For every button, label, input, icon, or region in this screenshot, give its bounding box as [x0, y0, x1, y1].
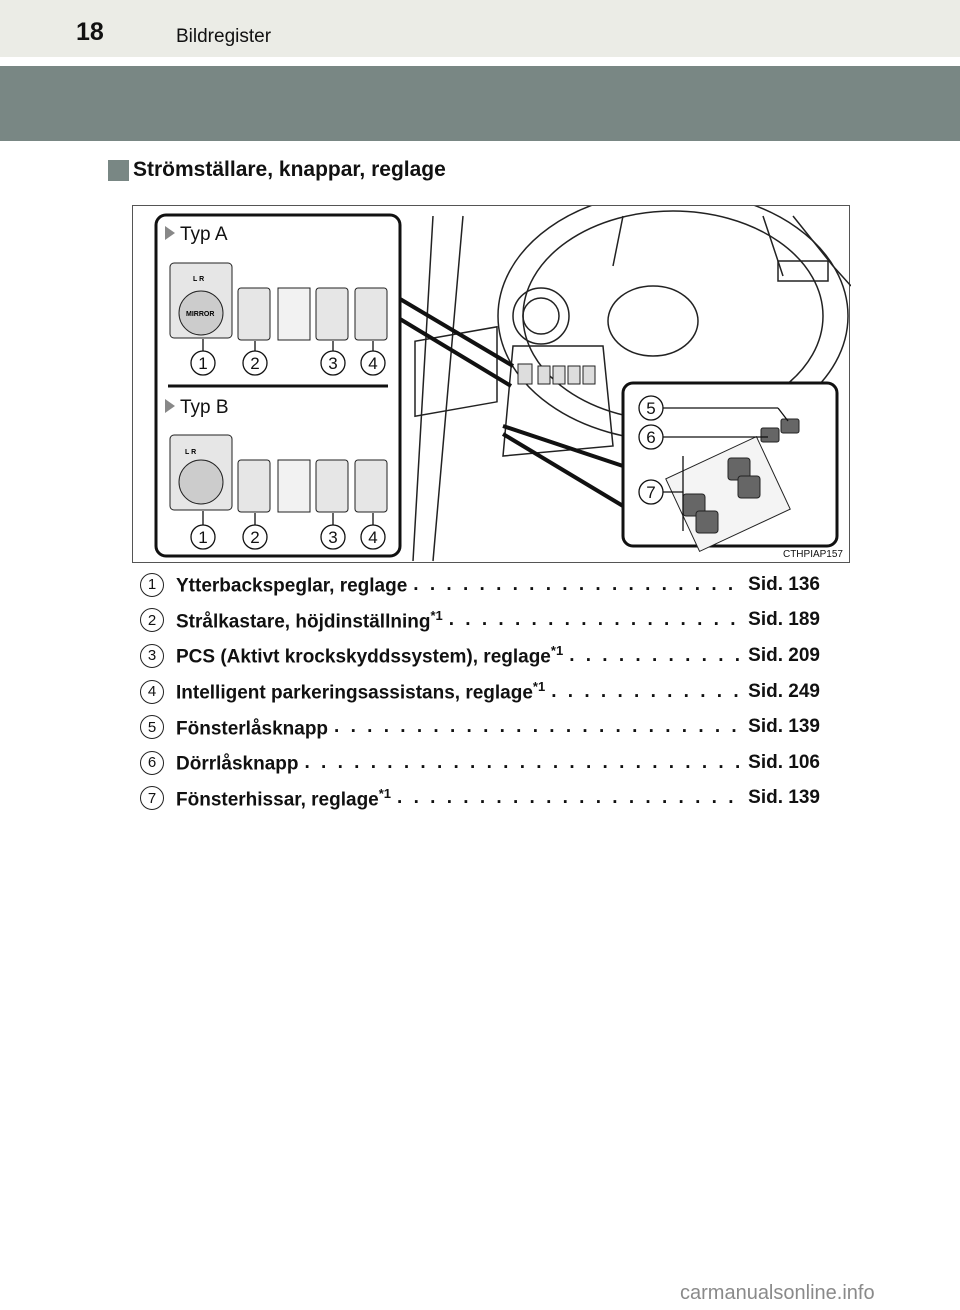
page-reference: Sid. 189 — [748, 609, 820, 631]
legend-list: 1 Ytterbackspeglar, reglage Sid. 136 2 Strå… — [140, 567, 820, 816]
type-a-label: Typ A — [180, 224, 228, 245]
item-number: 6 — [140, 750, 164, 775]
type-b-label: Typ B — [180, 397, 229, 418]
item-label: Fönsterlåsknapp — [176, 717, 329, 739]
item-number: 4 — [140, 679, 164, 704]
list-item: 2 Strålkastare, höjdinställning*1 Sid. 189 — [140, 603, 820, 639]
page-title: Bildregister — [176, 26, 272, 47]
dashboard-drawing: Typ A Typ B MIRROR L R L — [154, 206, 851, 562]
page-reference: Sid. 249 — [748, 680, 820, 702]
section-marker-icon — [108, 159, 129, 181]
section-heading: Strömställare, knappar, reglage — [108, 158, 446, 182]
list-item: 4 Intelligent parkeringsassistans, reglag… — [140, 674, 820, 710]
item-label: Dörrlåsknapp — [176, 753, 299, 775]
callout-a-3: 3 — [328, 354, 337, 373]
chapter-band — [0, 66, 960, 141]
callout-b-3: 3 — [328, 528, 337, 547]
lr-label: L R — [193, 276, 204, 283]
list-item: 7 Fönsterhissar, reglage*1 Sid. 139 — [140, 781, 820, 817]
leader-dots — [304, 752, 742, 774]
dashboard-illustration: Typ A Typ B MIRROR L R L — [132, 205, 851, 563]
callout-7: 7 — [646, 483, 655, 502]
leader-dots — [551, 681, 742, 703]
item-label: Strålkastare, höjdinställning*1 — [176, 607, 443, 633]
page-reference: Sid. 106 — [748, 751, 820, 773]
leader-dots — [397, 787, 742, 809]
list-item: 3 PCS (Aktivt krockskyddssystem), reglage… — [140, 638, 820, 674]
callout-b-1: 1 — [198, 528, 207, 547]
callout-6: 6 — [646, 428, 655, 447]
callout-b-4: 4 — [368, 528, 377, 547]
mirror-label: MIRROR — [186, 311, 214, 318]
item-number: 1 — [140, 572, 164, 597]
callout-a-4: 4 — [368, 354, 377, 373]
page-reference: Sid. 139 — [748, 787, 820, 809]
page-reference: Sid. 139 — [748, 716, 820, 738]
callout-b-2: 2 — [250, 528, 259, 547]
list-item: 6 Dörrlåsknapp Sid. 106 — [140, 745, 820, 781]
item-label: Fönsterhissar, reglage*1 — [176, 785, 392, 811]
leader-dots — [334, 716, 742, 738]
item-label: Intelligent parkeringsassistans, reglage… — [176, 678, 546, 704]
item-number: 2 — [140, 608, 164, 633]
page-reference: Sid. 209 — [748, 644, 820, 666]
leader-dots — [413, 574, 742, 596]
page-reference: Sid. 136 — [748, 573, 820, 595]
item-label: Ytterbackspeglar, reglage — [176, 575, 408, 597]
item-number: 3 — [140, 643, 164, 668]
item-number: 5 — [140, 715, 164, 740]
header-band — [0, 0, 960, 57]
item-label: PCS (Aktivt krockskyddssystem), reglage*… — [176, 643, 564, 668]
lr-label-b: L R — [185, 449, 196, 456]
list-item: 1 Ytterbackspeglar, reglage Sid. 136 — [140, 567, 820, 603]
leader-dots — [449, 609, 742, 631]
watermark: carmanualsonline.info — [680, 1282, 875, 1304]
figure-code: CTHPIAP157 — [782, 549, 843, 560]
callout-5: 5 — [646, 399, 655, 418]
page-number: 18 — [76, 18, 104, 46]
list-item: 5 Fönsterlåsknapp Sid. 139 — [140, 709, 820, 745]
section-title: Strömställare, knappar, reglage — [133, 158, 446, 181]
callout-a-2: 2 — [250, 354, 259, 373]
callout-a-1: 1 — [198, 354, 207, 373]
item-number: 7 — [140, 786, 164, 811]
leader-dots — [569, 645, 742, 667]
